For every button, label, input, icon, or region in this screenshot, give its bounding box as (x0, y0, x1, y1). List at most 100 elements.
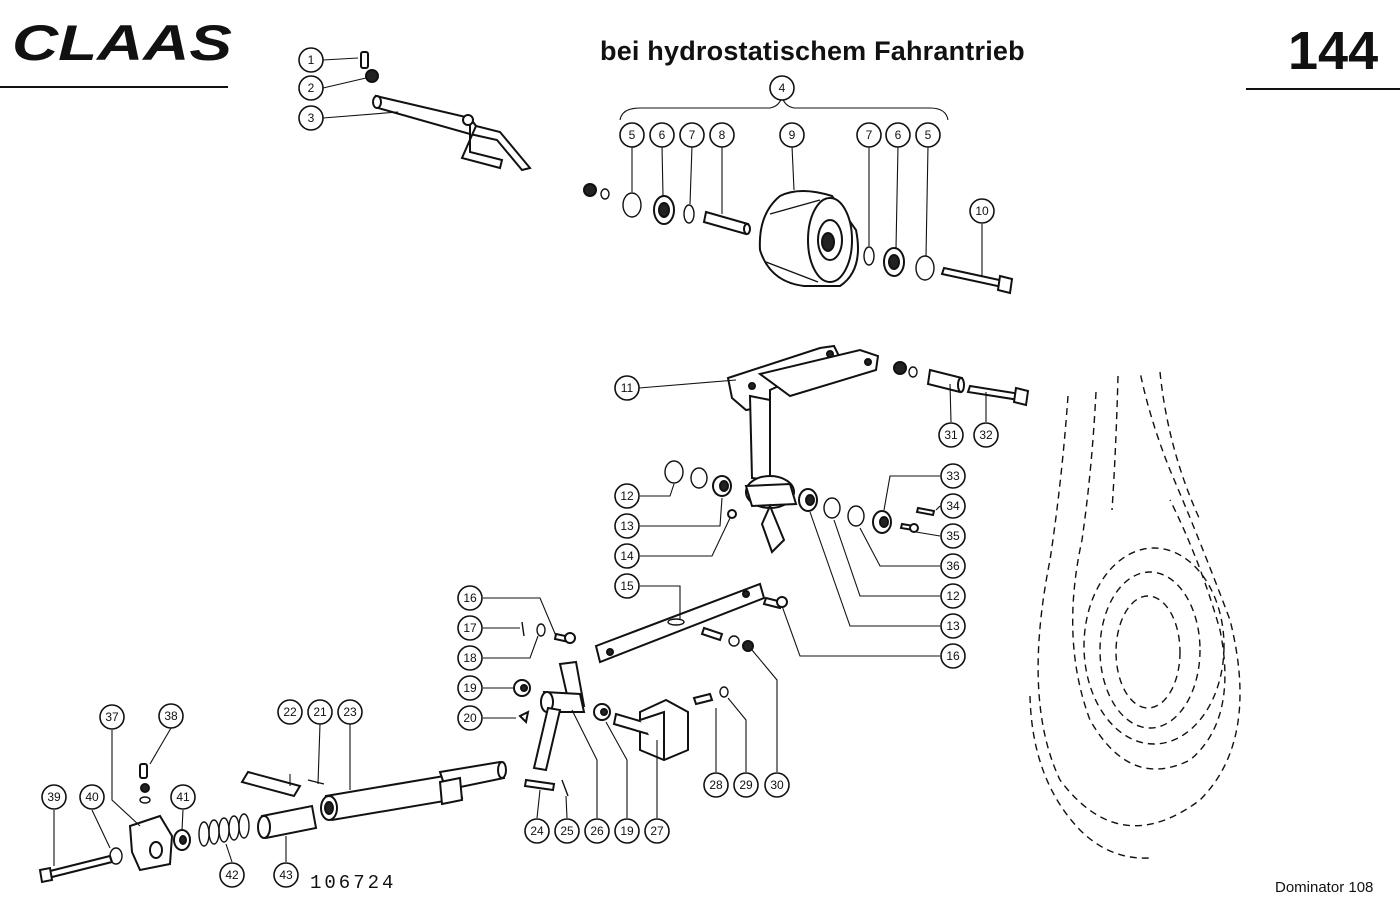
svg-text:11: 11 (621, 381, 634, 395)
svg-text:30: 30 (770, 778, 784, 792)
callout-19-right: 19 (614, 818, 640, 844)
tube-part-43 (257, 804, 318, 840)
callout-8: 8 (709, 122, 735, 148)
svg-text:16: 16 (463, 591, 477, 605)
svg-text:4: 4 (779, 81, 786, 95)
pin-part-8 (702, 210, 751, 236)
bolt-part-39 (38, 854, 114, 884)
bearing-part-6-right (883, 247, 905, 277)
roller-pulley-part-9 (758, 190, 859, 287)
shield-plate-part-22 (240, 770, 302, 798)
callout-28: 28 (703, 772, 729, 798)
callout-41: 41 (170, 784, 196, 810)
callout-14: 14 (614, 543, 640, 569)
callout-5-right: 5 (915, 122, 941, 148)
svg-text:38: 38 (164, 709, 178, 723)
callout-13-right: 13 (940, 613, 966, 639)
svg-text:2: 2 (308, 81, 315, 95)
sleeve-part-31 (926, 368, 965, 394)
callout-18: 18 (457, 645, 483, 671)
svg-text:CLAAS: CLAAS (12, 18, 232, 68)
svg-text:19: 19 (620, 824, 634, 838)
svg-text:6: 6 (659, 128, 666, 142)
callout-7-right: 7 (856, 122, 882, 148)
bracket-part-37 (128, 814, 174, 872)
model-label: Dominator 108 (1275, 879, 1374, 896)
pin-part-24 (523, 778, 556, 792)
callout-36: 36 (940, 553, 966, 579)
svg-text:43: 43 (279, 868, 293, 882)
collar-part-33 (872, 510, 892, 534)
ring-part-12b-left (690, 467, 708, 489)
ring-part-7-right (863, 246, 875, 266)
svg-text:37: 37 (105, 710, 119, 724)
svg-text:13: 13 (946, 619, 960, 633)
washer-part-18 (536, 623, 546, 637)
svg-text:3: 3 (308, 111, 315, 125)
callout-30: 30 (764, 772, 790, 798)
callout-31: 31 (938, 422, 964, 448)
callout-42: 42 (219, 862, 245, 888)
bolt-part-16-left (553, 632, 576, 644)
ring-part-12b-right (847, 505, 865, 527)
linkage-rod-part-15 (594, 582, 766, 664)
svg-text:32: 32 (979, 428, 993, 442)
callout-32: 32 (973, 422, 999, 448)
svg-text:7: 7 (866, 128, 873, 142)
callout-5-left: 5 (619, 122, 645, 148)
callout-35: 35 (940, 523, 966, 549)
page-title: bei hydrostatischem Fahrantrieb (600, 36, 1025, 66)
callout-3: 3 (298, 105, 324, 131)
bushing-part-41 (173, 829, 191, 851)
claas-logo: CLAAS (12, 18, 232, 68)
bolt-part-16-right (762, 596, 788, 610)
ring-part-7-left (683, 204, 695, 224)
callout-24: 24 (524, 818, 550, 844)
svg-text:20: 20 (463, 711, 477, 725)
swing-arm-part-11 (726, 344, 880, 482)
callout-7-left: 7 (679, 122, 705, 148)
screw-part-35 (899, 522, 919, 533)
svg-text:39: 39 (47, 790, 61, 804)
page-number: 144 (1288, 21, 1379, 81)
svg-text:18: 18 (463, 651, 477, 665)
svg-text:28: 28 (709, 778, 723, 792)
circlip-part-5-right (915, 255, 935, 281)
svg-text:21: 21 (313, 705, 327, 719)
callout-25: 25 (554, 818, 580, 844)
pin-part-21 (307, 779, 325, 785)
callout-43: 43 (273, 862, 299, 888)
svg-text:7: 7 (689, 128, 696, 142)
bolt-part-10 (940, 266, 1014, 295)
callout-1: 1 (298, 47, 324, 73)
callout-40: 40 (79, 784, 105, 810)
callout-22: 22 (277, 699, 303, 725)
bushing-part-13-right (798, 488, 818, 512)
nut-washer-small (583, 183, 610, 200)
callout-16-left: 16 (457, 585, 483, 611)
header-rule-right (1246, 88, 1400, 90)
lever-arm-part-26 (532, 660, 586, 772)
svg-text:12: 12 (620, 489, 634, 503)
cotter-pin-part-25 (561, 779, 569, 797)
svg-text:40: 40 (85, 790, 99, 804)
svg-text:1: 1 (308, 53, 315, 67)
svg-text:13: 13 (620, 519, 634, 533)
svg-text:9: 9 (789, 128, 796, 142)
header-rule-left (0, 86, 228, 88)
drawing-number: 106724 (310, 872, 397, 894)
circlip-part-5-left (622, 192, 642, 218)
svg-text:15: 15 (620, 579, 634, 593)
bushing-part-19-right (593, 703, 611, 721)
callout-34: 34 (940, 493, 966, 519)
callout-13-left: 13 (614, 513, 640, 539)
grease-nipple-part-14 (727, 509, 737, 519)
pin-part-17 (521, 621, 525, 637)
svg-text:16: 16 (946, 649, 960, 663)
svg-text:31: 31 (944, 428, 958, 442)
callout-26: 26 (584, 818, 610, 844)
svg-text:5: 5 (925, 128, 932, 142)
ring-part-12-right (823, 497, 841, 519)
svg-text:8: 8 (719, 128, 726, 142)
